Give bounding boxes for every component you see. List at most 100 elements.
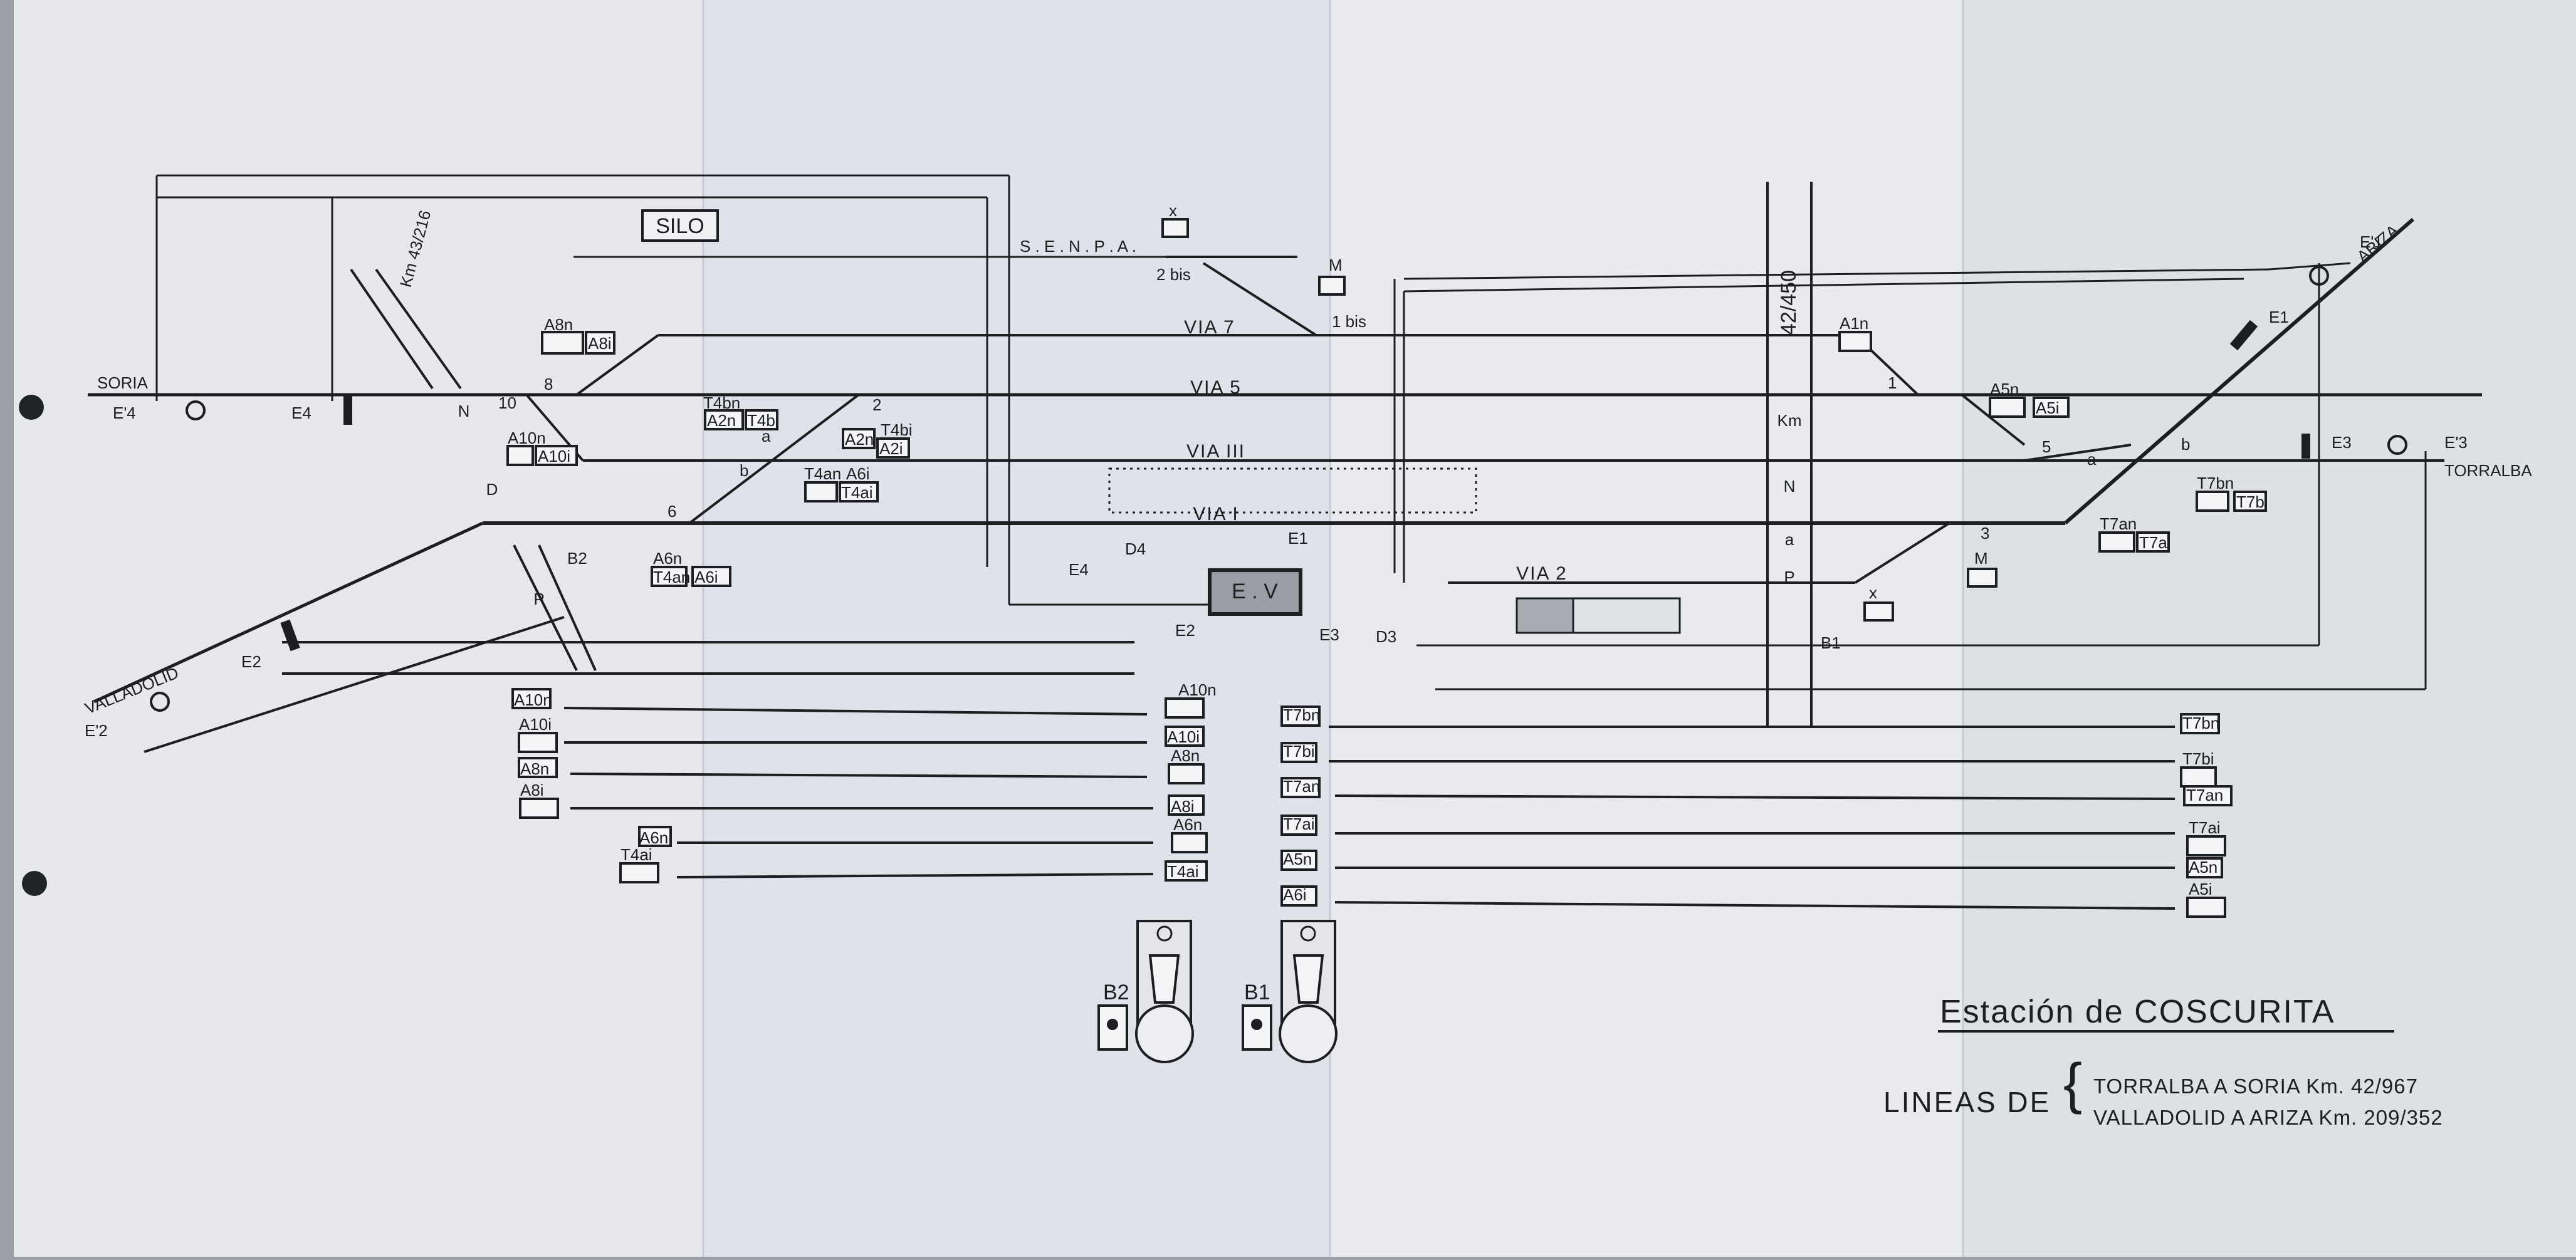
lever-left-right-0: A10n [1178, 680, 1217, 699]
binder-hole-bottom [22, 871, 47, 896]
block-instrument-b2 [1097, 920, 1194, 1063]
panel-t7an: T7an [2100, 514, 2137, 533]
panel-a2n-b: A2n [845, 430, 874, 449]
panel-t7bn: T7bn [2197, 474, 2234, 492]
signal-d3: D3 [1376, 627, 1396, 646]
lever-right-left-3: T7ai [1283, 815, 1315, 833]
lever-column-right [2180, 713, 2233, 918]
signal-e1-prime: E'1 [2360, 232, 2383, 251]
panel-a8i: A8i [588, 334, 612, 353]
km-marker-p: P [1784, 568, 1794, 586]
via-3-label: VIA III [1186, 441, 1245, 462]
lever-column-right-left [1280, 705, 1321, 907]
marker-m-bottom: M [1974, 549, 1988, 568]
lever-left-2: A8n [520, 759, 549, 778]
lever-left-right-2: A8n [1171, 746, 1200, 765]
lever-right-4: A5n [2189, 858, 2217, 877]
signal-e3: E3 [2332, 433, 2352, 452]
km-marker-km: Km [1778, 411, 1802, 430]
lever-right-left-2: T7an [1283, 777, 1320, 796]
via-1-label: VIA I [1193, 504, 1238, 524]
switch-8: 8 [544, 375, 553, 393]
panel-a8n: A8n [544, 315, 573, 334]
lines-prefix: LINEAS DE [1883, 1086, 2051, 1118]
station-title: Estación de COSCURITA [1940, 994, 2335, 1030]
lever-right-3: T7ai [2189, 818, 2221, 837]
via-7-label: VIA 7 [1184, 317, 1235, 338]
lever-left-right-5: T4ai [1167, 862, 1199, 881]
panel-a6i-b: A6i [694, 568, 718, 586]
signal-e1-box: E1 [1288, 529, 1308, 548]
switch-3: 3 [1981, 524, 1989, 543]
panel-t4ai: T4ai [841, 483, 873, 502]
via-2-label: VIA 2 [1516, 563, 1568, 584]
signal-b1: B1 [1821, 633, 1841, 652]
line-valladolid-ariza: VALLADOLID A ARIZA Km. 209/352 [2093, 1106, 2443, 1129]
panel-t4an-b: T4an [653, 568, 690, 586]
lever-left-right-4: A6n [1173, 815, 1202, 834]
lever-left-4: A6n [639, 828, 668, 847]
lever-right-left-4: A5n [1283, 850, 1312, 868]
lever-left-0: A10n [514, 690, 552, 709]
left-zone-d: D [486, 480, 498, 499]
lever-right-1: T7bi [2182, 749, 2214, 768]
panel-t4bn: T4bn [703, 393, 740, 412]
block-instrument-b1 [1242, 920, 1338, 1063]
lever-left-5: T4ai [620, 845, 652, 864]
lever-right-5: A5i [2189, 880, 2212, 898]
lever-left-right-1: A10i [1167, 727, 1200, 746]
switch-2bis: 2 bis [1156, 265, 1191, 284]
switch-2: 2 [872, 395, 881, 414]
binder-hole-top [19, 395, 44, 420]
marker-x-top: x [1169, 201, 1177, 220]
station-building [1208, 568, 1302, 616]
panel-a6i: A6i [846, 464, 870, 483]
km-right-label: 42/450 [1777, 270, 1801, 335]
signal-e2-prime: E'2 [85, 721, 108, 740]
silo-box [641, 209, 719, 242]
lever-lines [144, 268, 2175, 910]
lever-right-0: T7bn [2182, 714, 2219, 732]
direction-soria: SORIA [97, 373, 149, 392]
signal-e4-box: E4 [1069, 560, 1089, 579]
signal-e1: E1 [2269, 308, 2289, 326]
main-tracks [88, 174, 2482, 704]
panel-a2n: A2n [707, 411, 736, 430]
lever-column-left-right [1165, 697, 1208, 882]
panel-t4bi-b: T4bi [881, 420, 913, 439]
line-torralba-soria: TORRALBA A SORIA Km. 42/967 [2093, 1075, 2418, 1098]
signal-e3-prime: E'3 [2444, 433, 2468, 452]
panel-t7bi: T7bi [2236, 492, 2268, 511]
switch-panels [506, 331, 2267, 587]
via-5-label: VIA 5 [1190, 377, 1242, 398]
panel-a10n: A10n [508, 429, 546, 447]
lever-right-left-1: T7bi [1283, 742, 1315, 761]
panel-a1n: A1n [1840, 314, 1868, 333]
switch-6: 6 [668, 502, 676, 521]
left-zone-n: N [458, 402, 470, 420]
lines-brace: { [2063, 1053, 2082, 1115]
panel-a6n: A6n [653, 549, 682, 568]
warehouse-hatch [1516, 597, 1574, 634]
panel-t7ai: T7ai [2139, 533, 2171, 552]
panel-t4an: T4an [804, 464, 841, 483]
km-marker-a: a [1785, 530, 1794, 549]
signal-e2-box: E2 [1175, 621, 1195, 640]
signal-e3-box: E3 [1319, 625, 1339, 644]
station-building-label: E . V [1232, 580, 1278, 603]
signal-e4: E4 [291, 404, 312, 422]
switch-a-left: a [762, 427, 771, 445]
lever-column-left [511, 688, 672, 883]
lever-right-2: T7an [2186, 786, 2223, 804]
panel-a10i: A10i [538, 447, 570, 466]
panel-a5n: A5n [1990, 380, 2019, 398]
panel-a2i: A2i [879, 439, 903, 458]
marker-m-top: M [1329, 256, 1343, 274]
senpa-label: S . E . N . P . A . [1020, 237, 1136, 256]
lever-left-3: A8i [520, 781, 544, 799]
switch-10: 10 [498, 393, 516, 412]
signal-e4-prime: E'4 [113, 404, 136, 422]
switch-5: 5 [2042, 437, 2051, 456]
switch-b-right: b [2181, 435, 2190, 454]
